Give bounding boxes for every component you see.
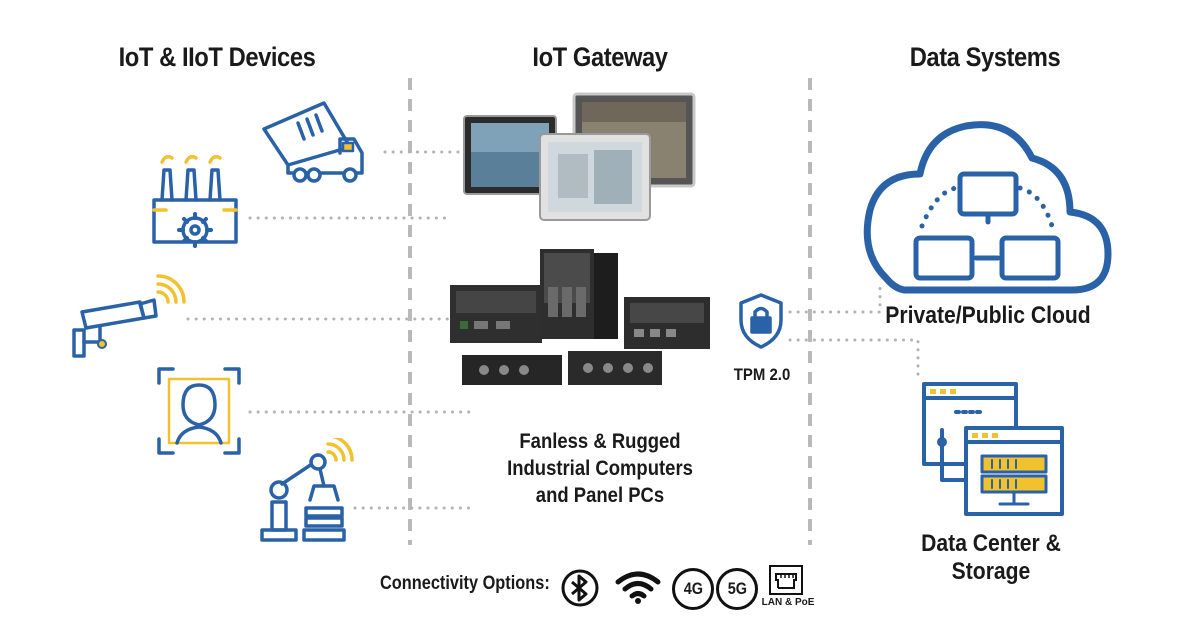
storage-connector xyxy=(788,338,920,380)
wifi-icon xyxy=(615,571,661,604)
badge-5g: 5G xyxy=(716,568,758,610)
connectivity-label: Connectivity Options: xyxy=(380,573,550,594)
factory-gear-icon xyxy=(152,154,238,248)
security-camera-icon xyxy=(72,274,186,358)
data-column-title: Data Systems xyxy=(909,42,1061,72)
badge-4g-text: 4G xyxy=(683,579,703,598)
dump-truck-icon xyxy=(262,101,364,183)
cloud-label: Private/Public Cloud xyxy=(885,302,1091,329)
box-pc-group xyxy=(450,249,710,385)
shield-lock-icon xyxy=(739,293,783,349)
panel-pc-group xyxy=(463,92,696,221)
face-recognition-icon xyxy=(157,367,241,455)
badge-4g: 4G xyxy=(672,568,714,610)
cloud-network-icon xyxy=(863,121,1112,294)
cloud-connector xyxy=(788,284,882,314)
devices-column-title: IoT & IIoT Devices xyxy=(118,42,316,72)
badge-5g-text: 5G xyxy=(727,579,747,598)
lan-port-icon xyxy=(769,565,803,595)
tpm-label: TPM 2.0 xyxy=(733,365,791,384)
gateway-caption-line-3: and Panel PCs xyxy=(535,484,665,507)
box-pc-bottom-left xyxy=(462,355,562,385)
gateway-caption-line-2: Industrial Computers xyxy=(507,457,693,480)
lan-label: LAN & PoE xyxy=(761,597,815,608)
datacenter-label: Data Center & Storage xyxy=(921,530,1061,585)
bluetooth-icon xyxy=(561,569,599,607)
gateway-caption-line-1: Fanless & Rugged xyxy=(519,430,681,453)
data-server-icon xyxy=(922,382,1064,516)
robot-arm-icon xyxy=(260,438,354,542)
gateway-column-title: IoT Gateway xyxy=(532,42,668,72)
